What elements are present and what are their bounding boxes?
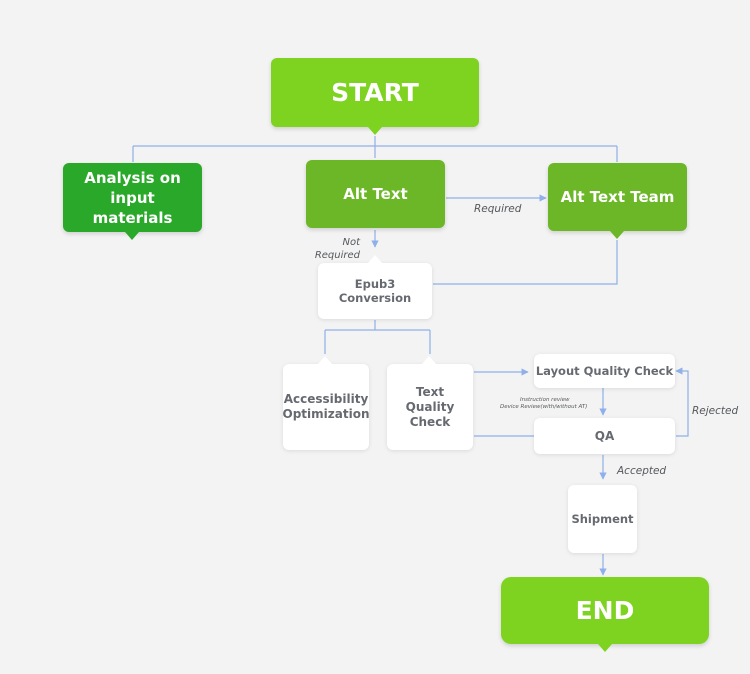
qa-node: QA bbox=[534, 418, 675, 454]
rejected-label: Rejected bbox=[692, 405, 739, 417]
shipment-node: Shipment bbox=[568, 485, 637, 553]
text-quality-node: Text Quality Check bbox=[387, 356, 473, 450]
end-node: END bbox=[501, 577, 709, 652]
alt-text-label: Alt Text bbox=[343, 185, 408, 203]
epub3-label: Epub3 Conversion bbox=[338, 277, 412, 305]
start-label: START bbox=[331, 78, 419, 107]
alt-text-team-node: Alt Text Team bbox=[548, 163, 687, 239]
start-node: START bbox=[271, 58, 479, 135]
edge-team-to-epub3 bbox=[433, 240, 618, 285]
accepted-label: Accepted bbox=[617, 465, 667, 477]
alt-text-node: Alt Text bbox=[306, 160, 445, 228]
not-required-label: Not Required bbox=[314, 237, 360, 261]
text-quality-label: Text Quality Check bbox=[405, 384, 455, 429]
layout-quality-node: Layout Quality Check bbox=[534, 354, 675, 388]
edge-rejected bbox=[675, 367, 689, 437]
shipment-label: Shipment bbox=[571, 512, 634, 526]
analysis-label: Analysis on input materials bbox=[84, 168, 181, 227]
device-review-label: Device Review(with/without AT) bbox=[500, 404, 588, 410]
epub3-node: Epub3 Conversion bbox=[318, 255, 432, 319]
end-label: END bbox=[575, 596, 635, 625]
edge-epub3-branch bbox=[324, 320, 431, 354]
edge-start-branch bbox=[132, 136, 618, 162]
layout-quality-label: Layout Quality Check bbox=[535, 364, 674, 378]
required-label: Required bbox=[474, 203, 522, 215]
qa-label: QA bbox=[594, 429, 615, 443]
accessibility-label: Accessibility Optimization bbox=[282, 392, 370, 421]
analysis-node: Analysis on input materials bbox=[63, 163, 202, 240]
instruction-review-label: Instruction review bbox=[520, 397, 570, 403]
accessibility-node: Accessibility Optimization bbox=[282, 356, 370, 450]
alt-text-team-label: Alt Text Team bbox=[560, 188, 675, 206]
